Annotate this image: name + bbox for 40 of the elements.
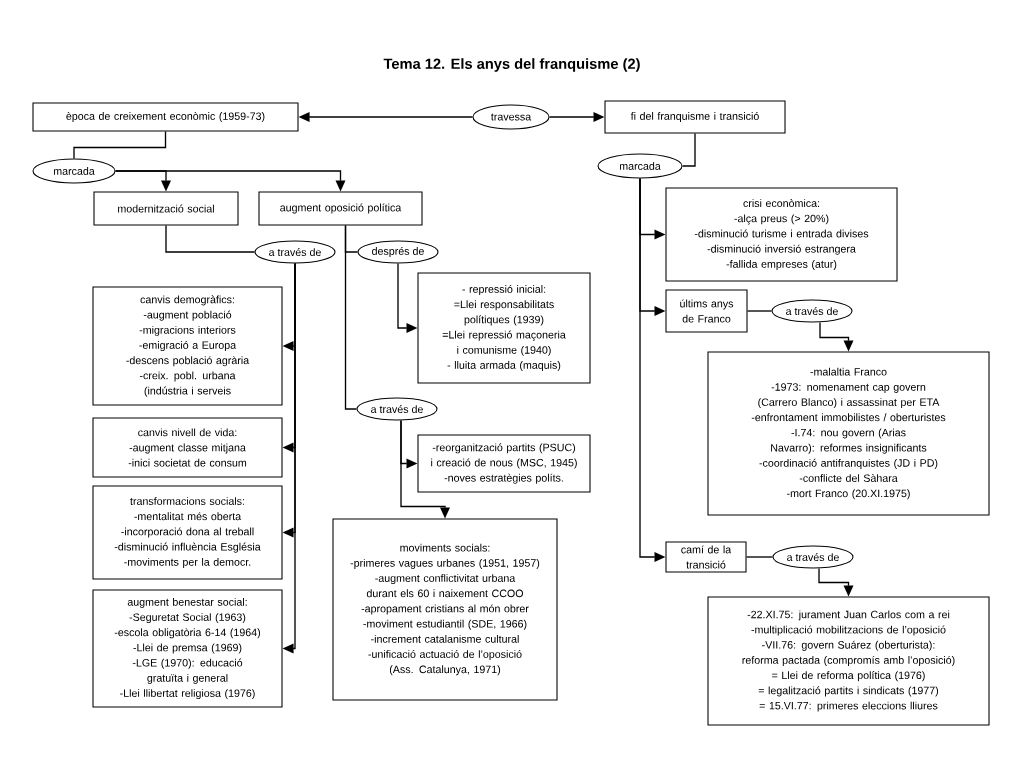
process-box: -reorganització partits (PSUC) i creació de nous (MSC, 1945) -noves estratègies políts.: [417, 434, 591, 493]
process-box: canvis nivell de vida: -augment classe mitjana -inici societat de consum: [92, 417, 283, 478]
process-box: -malaltia Franco -1973: nomenament cap govern (Carrero Blanco) i assassinat per ETA -enfrontament immobilistes / oberturistes -I.74: nou govern (Arias Navarro): reformes insignificants -coordinació antifranquistes (JD i PD) -conflicte del Sàhara -mort Franco (20.XI.1975): [707, 351, 990, 516]
process-box: canvis demogràfics: -augment població -migracions interiors -emigració a Europa -descens població agrària -creix. pobl. urbana (indústria i serveis: [92, 286, 283, 406]
process-box: fi del franquisme i transició: [604, 100, 786, 134]
oval-label: a través de: [772, 545, 854, 569]
oval-label: marcada: [597, 153, 683, 179]
process-box: augment benestar social: -Seguretat Social (1963) -escola obligatòria 6-14 (1964) -Llei de premsa (1969) -LGE (1970): educació gratuïta i general -Llei llibertat religiosa (1976): [92, 589, 283, 708]
process-box: - repressió inicial: =Llei responsabilitats polítiques (1939) =Llei repressió maçoneria i comunisme (1940) - lluita armada (maquis): [417, 272, 591, 384]
connector-line: [746, 310, 773, 312]
process-box: -22.XI.75: jurament Juan Carlos com a rei -multiplicació mobilitzacions de l’oposició -VII.76: govern Suárez (oberturista): reforma pactada (compromís amb l’oposició) = Llei de reforma política (1976) = legalització partits i sindicats (1977) = 15.VI.77: primeres eleccions lliures: [707, 596, 990, 726]
process-box: últims anys de Franco: [665, 289, 748, 333]
arrow: [298, 112, 474, 122]
arrow: [282, 262, 296, 654]
arrow: [818, 567, 854, 597]
process-box: moviments socials: -primeres vagues urbanes (1951, 1957) -augment conflictivitat urbana durant els 60 i naixement CCOO -apropament cristians al món obrer -moviment estudiantil (SDE, 1966) -increment catalanisme cultural -unificació actuació de l’oposició (Ass. Catalunya, 1971): [332, 518, 558, 701]
oval-label: a través de: [356, 397, 438, 421]
arrow: [639, 177, 666, 562]
arrow: [400, 419, 450, 519]
connector-line: [745, 556, 774, 558]
connector-line: [165, 224, 256, 253]
oval-label: travessa: [472, 104, 550, 130]
arrow: [819, 321, 854, 352]
process-box: transformacions socials: -mentalitat més oberta -incorporació dona al treball -disminució influència Església -moviments per la democr.: [92, 485, 283, 580]
process-box: modernització social: [93, 191, 239, 226]
arrow: [114, 170, 346, 192]
oval-label: a través de: [771, 299, 853, 323]
connector-line: [73, 130, 167, 160]
title: Tema 12. Els anys del franquisme (2): [383, 58, 640, 72]
oval-label: a través de: [254, 240, 336, 264]
connector-line: [344, 224, 358, 410]
process-box: augment oposició política: [258, 191, 423, 226]
process-box: crisi econòmica: -alça preus (> 20%) -disminució turisme i entrada divises -disminució inversió estrangera -fallida empreses (atur): [665, 187, 898, 282]
arrow: [548, 112, 605, 122]
oval-label: marcada: [32, 158, 116, 184]
connector-line: [681, 132, 696, 167]
process-box: època de creixement econòmic (1959-73): [32, 102, 299, 132]
arrow: [397, 262, 418, 333]
process-box: camí de la transició: [665, 541, 747, 573]
oval-label: després de: [357, 240, 439, 264]
